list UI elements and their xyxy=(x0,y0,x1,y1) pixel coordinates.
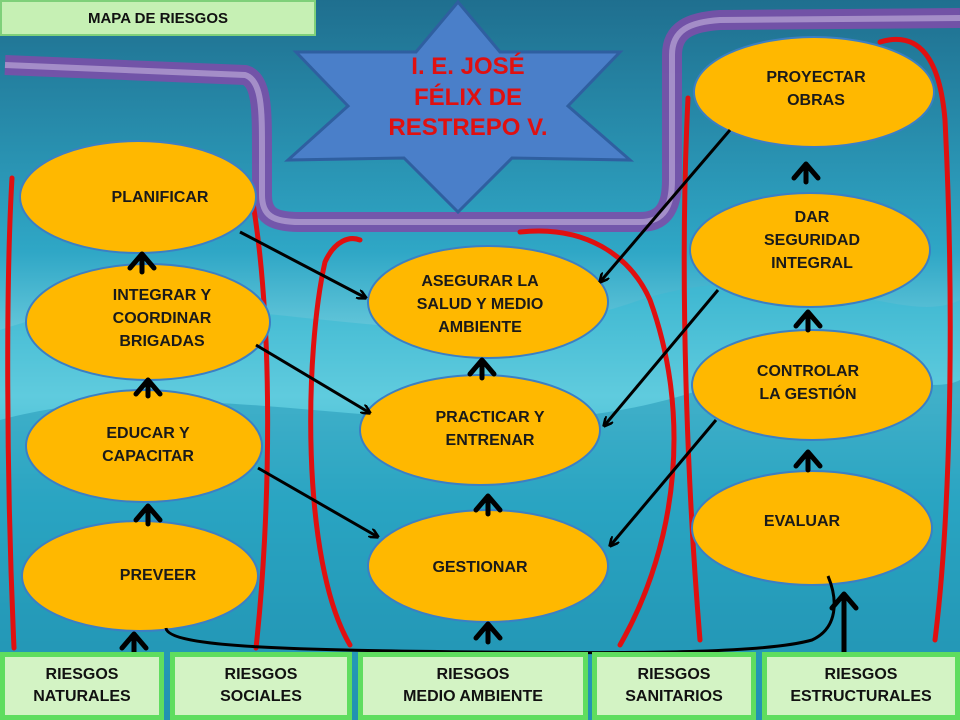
category-sociales: RIESGOS SOCIALES xyxy=(170,652,352,720)
arrow-planificar-asegurar xyxy=(239,230,366,298)
node-dar-seguridad xyxy=(689,192,931,308)
page-title-box: MAPA DE RIESGOS xyxy=(0,0,316,36)
node-controlar-gestion xyxy=(691,329,933,441)
up-arrow-8 xyxy=(791,161,821,185)
node-proyectar-obras xyxy=(693,36,935,148)
up-arrow-1 xyxy=(127,251,157,275)
arrow-educar-gestionar xyxy=(257,466,378,537)
label-dar-seguridad: DAR SEGURIDAD INTEGRAL xyxy=(763,209,860,273)
category-estructurales: RIESGOS ESTRUCTURALES xyxy=(762,652,960,720)
up-arrow-10 xyxy=(793,449,823,473)
page-title: MAPA DE RIESGOS xyxy=(87,10,229,27)
node-preveer xyxy=(21,520,259,632)
label-gestionar: GESTIONAR xyxy=(432,559,528,576)
category-medio-ambiente-label: RIESGOS MEDIO AMBIENTE xyxy=(403,666,543,705)
arrow-proyectar-asegurar xyxy=(600,129,732,282)
label-planificar: PLANIFICAR xyxy=(111,189,209,206)
category-estructurales-label: RIESGOS ESTRUCTURALES xyxy=(790,666,932,705)
up-arrow-11 xyxy=(829,591,859,655)
up-arrows xyxy=(119,161,859,655)
center-label-line-2: FÉLIX DE xyxy=(413,83,522,111)
label-preveer: PREVEER xyxy=(119,567,197,584)
label-educar: EDUCAR Y CAPACITAR xyxy=(102,425,194,466)
category-naturales: RIESGOS NATURALES xyxy=(0,652,164,720)
red-bracket-ambiente-left xyxy=(308,236,363,648)
label-proyectar: PROYECTAR OBRAS xyxy=(766,69,866,110)
label-practicar: PRACTICAR Y ENTRENAR xyxy=(435,409,545,450)
up-arrow-2 xyxy=(133,377,163,399)
up-arrow-3 xyxy=(133,503,163,527)
up-arrow-9 xyxy=(793,309,823,333)
up-arrow-5 xyxy=(467,357,497,381)
category-sanitarios-label: RIESGOS SANITARIOS xyxy=(625,666,723,705)
label-evaluar: EVALUAR xyxy=(763,513,841,530)
red-bracket-ambiente-right xyxy=(517,228,677,648)
red-bracket-estructurales-right xyxy=(877,36,953,643)
arrow-integrar-practicar xyxy=(255,343,370,413)
label-asegurar: ASEGURAR LA SALUD Y MEDIO AMBIENTE xyxy=(416,273,544,337)
red-bracket-naturales-right xyxy=(247,183,271,651)
arrow-controlar-gestionar xyxy=(610,419,718,546)
node-evaluar xyxy=(691,470,933,586)
category-naturales-label: RIESGOS NATURALES xyxy=(33,666,131,705)
cross-arrows xyxy=(239,129,732,546)
category-sanitarios: RIESGOS SANITARIOS xyxy=(592,652,756,720)
red-bracket-naturales-left xyxy=(5,175,17,651)
node-asegurar-salud xyxy=(367,245,609,359)
node-educar-capacitar xyxy=(25,389,263,503)
category-medio-ambiente: RIESGOS MEDIO AMBIENTE xyxy=(358,652,588,720)
label-controlar: CONTROLAR LA GESTIÓN xyxy=(756,363,860,404)
up-arrow-6 xyxy=(473,493,503,517)
center-label-line-1: I. E. JOSÉ xyxy=(411,53,525,80)
up-arrow-7 xyxy=(473,621,503,645)
center-star xyxy=(284,0,635,215)
label-integrar: INTEGRAR Y COORDINAR BRIGADAS xyxy=(112,287,212,351)
center-label-line-3: RESTREPO V. xyxy=(388,114,548,142)
arrow-seguridad-practicar xyxy=(604,289,720,426)
purple-band-highlight xyxy=(4,15,960,225)
category-sociales-label: RIESGOS SOCIALES xyxy=(220,666,302,705)
node-planificar xyxy=(19,140,257,254)
up-arrow-4 xyxy=(119,631,149,655)
center-label: I. E. JOSÉ FÉLIX DE RESTREPO V. xyxy=(370,52,566,144)
